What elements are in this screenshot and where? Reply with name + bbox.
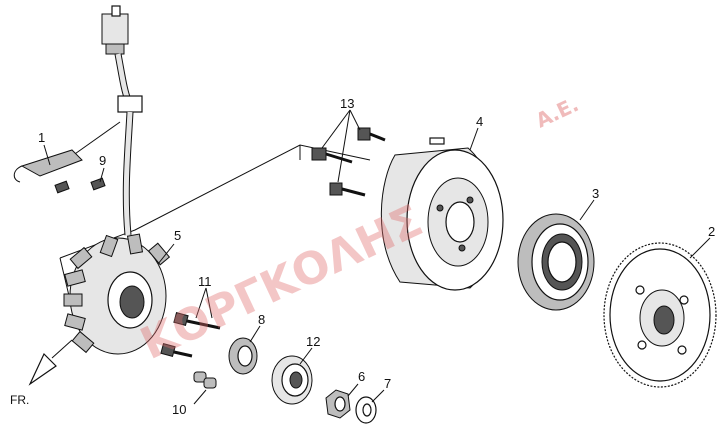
dowel-10a bbox=[193, 371, 207, 383]
label-part-9: 9 bbox=[99, 153, 106, 168]
label-part-13: 13 bbox=[340, 96, 354, 111]
connector-latch bbox=[111, 5, 121, 17]
front-direction-arrow bbox=[28, 339, 73, 386]
washer-part bbox=[355, 396, 377, 424]
watermark-text: ΚΟΡΓΚΟΛΗΣ bbox=[133, 195, 430, 370]
dowel-10b bbox=[203, 377, 217, 389]
label-part-6: 6 bbox=[358, 369, 365, 384]
oil-seal-part bbox=[228, 337, 258, 375]
nut-part bbox=[325, 389, 351, 419]
screw-9a bbox=[54, 180, 70, 194]
bolt-13b bbox=[311, 147, 353, 164]
starter-gear-part bbox=[603, 242, 717, 388]
label-part-7: 7 bbox=[384, 376, 391, 391]
leader-lines bbox=[43, 109, 711, 405]
one-way-clutch-part bbox=[517, 213, 595, 311]
screw-pair-9 bbox=[54, 177, 106, 194]
dowel-pair-10 bbox=[193, 371, 217, 389]
label-part-8: 8 bbox=[258, 312, 265, 327]
base-plane-edge-left bbox=[59, 257, 71, 301]
label-part-1: 1 bbox=[38, 130, 45, 145]
label-part-12: 12 bbox=[306, 334, 320, 349]
bolt-pair-11 bbox=[160, 312, 221, 358]
wire-grommet bbox=[117, 95, 143, 113]
label-part-3: 3 bbox=[592, 186, 599, 201]
bolt-13a bbox=[357, 127, 386, 142]
label-part-2: 2 bbox=[708, 224, 715, 239]
label-part-4: 4 bbox=[476, 114, 483, 129]
front-label: FR. bbox=[10, 393, 29, 407]
rotor-hub bbox=[445, 201, 475, 243]
bolt-set-13 bbox=[311, 127, 386, 197]
label-part-11: 11 bbox=[198, 274, 212, 289]
watermark-suffix: Α.Ε. bbox=[532, 92, 582, 132]
connector-housing bbox=[101, 13, 129, 45]
label-part-10: 10 bbox=[172, 402, 186, 417]
wire-to-clamp-line bbox=[71, 121, 121, 157]
screw-9b bbox=[90, 177, 106, 191]
stator-part bbox=[63, 233, 171, 355]
stator-poles bbox=[63, 233, 171, 354]
bolt-11b-head bbox=[160, 343, 176, 357]
connector-boot bbox=[105, 43, 125, 55]
bearing-part bbox=[271, 355, 313, 405]
flywheel-rotor-part bbox=[380, 137, 504, 291]
wire-harness bbox=[71, 5, 143, 236]
label-part-5: 5 bbox=[174, 228, 181, 243]
wire-clamp-part bbox=[13, 149, 83, 183]
bolt-11a-head bbox=[173, 312, 189, 326]
clamp-plate bbox=[20, 149, 83, 177]
bolt-13c bbox=[329, 182, 366, 197]
front-arrow-head bbox=[28, 352, 57, 386]
